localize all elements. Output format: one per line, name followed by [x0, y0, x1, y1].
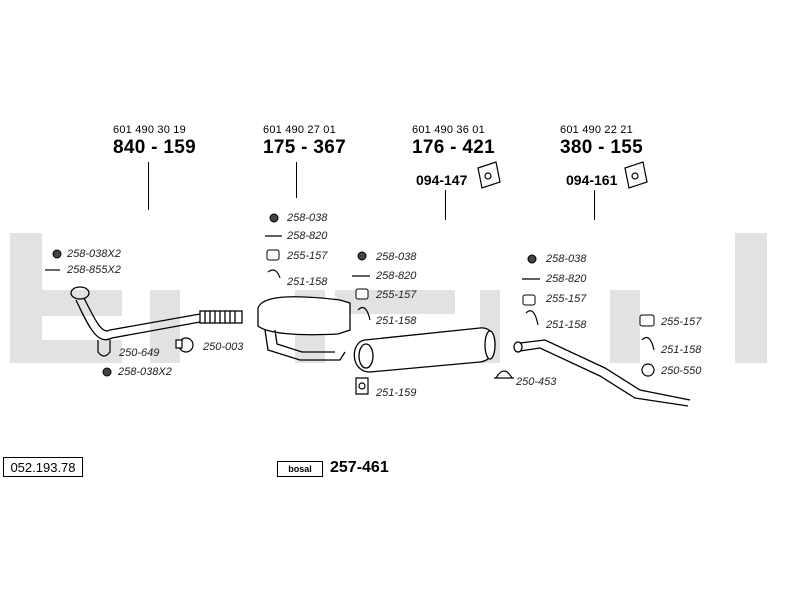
label-250-453[interactable]: 250-453 — [516, 376, 557, 388]
mount-icons — [266, 249, 655, 327]
part-code-3[interactable]: 176 - 421 — [412, 137, 495, 158]
oem-number-3: 601 490 36 01 — [412, 124, 485, 136]
label-258-820-g3[interactable]: 258-820 — [376, 270, 417, 282]
tail-pipe — [513, 339, 691, 407]
label-255-157-g4[interactable]: 255-157 — [546, 293, 587, 305]
reference-number: 052.193.78 — [3, 457, 83, 477]
label-258-820-g2[interactable]: 258-820 — [287, 230, 328, 242]
label-251-158-g5[interactable]: 251-158 — [661, 344, 702, 356]
label-258-820-g4[interactable]: 258-820 — [546, 273, 587, 285]
bracket-icon-251-159 — [355, 377, 369, 395]
oem-number-4: 601 490 22 21 — [560, 124, 633, 136]
label-258-038-g4[interactable]: 258-038 — [546, 253, 587, 265]
sub-part-code-4[interactable]: 094-161 — [566, 172, 618, 188]
label-255-157-g2[interactable]: 255-157 — [287, 250, 328, 262]
logo-part-code[interactable]: 257-461 — [330, 459, 389, 476]
leader-line-2 — [296, 162, 297, 198]
leader-line-3 — [445, 190, 446, 220]
leader-line-4 — [594, 190, 595, 220]
hanger-icons — [97, 269, 655, 357]
bracket-icon-4 — [624, 161, 648, 189]
centre-silencer — [353, 327, 496, 373]
label-251-158-g2[interactable]: 251-158 — [287, 276, 328, 288]
label-251-159[interactable]: 251-159 — [376, 387, 417, 399]
bolt-icons — [45, 235, 540, 280]
bosal-logo: bosal — [277, 461, 323, 477]
bracket-icon-3 — [477, 161, 501, 189]
label-250-003[interactable]: 250-003 — [203, 341, 244, 353]
label-258-038x2-bottom[interactable]: 258-038X2 — [118, 366, 172, 378]
label-255-157-g3[interactable]: 255-157 — [376, 289, 417, 301]
oem-number-2: 601 490 27 01 — [263, 124, 336, 136]
label-255-157-g5[interactable]: 255-157 — [661, 316, 702, 328]
part-code-4[interactable]: 380 - 155 — [560, 137, 643, 158]
sub-part-code-3[interactable]: 094-147 — [416, 172, 468, 188]
label-251-158-g4[interactable]: 251-158 — [546, 319, 587, 331]
front-pipe — [70, 286, 243, 341]
label-258-855x2[interactable]: 258-855X2 — [67, 264, 121, 276]
leader-line-1 — [148, 162, 149, 210]
label-251-158-g3[interactable]: 251-158 — [376, 315, 417, 327]
label-258-038x2-top[interactable]: 258-038X2 — [67, 248, 121, 260]
front-silencer — [257, 296, 351, 361]
nut-icons — [52, 213, 537, 377]
clamp-icons — [175, 337, 655, 379]
label-250-649[interactable]: 250-649 — [119, 347, 160, 359]
label-258-038-g2[interactable]: 258-038 — [287, 212, 328, 224]
oem-number-1: 601 490 30 19 — [113, 124, 186, 136]
part-code-1[interactable]: 840 - 159 — [113, 137, 196, 158]
label-250-550[interactable]: 250-550 — [661, 365, 702, 377]
part-code-2[interactable]: 175 - 367 — [263, 137, 346, 158]
label-258-038-g3[interactable]: 258-038 — [376, 251, 417, 263]
